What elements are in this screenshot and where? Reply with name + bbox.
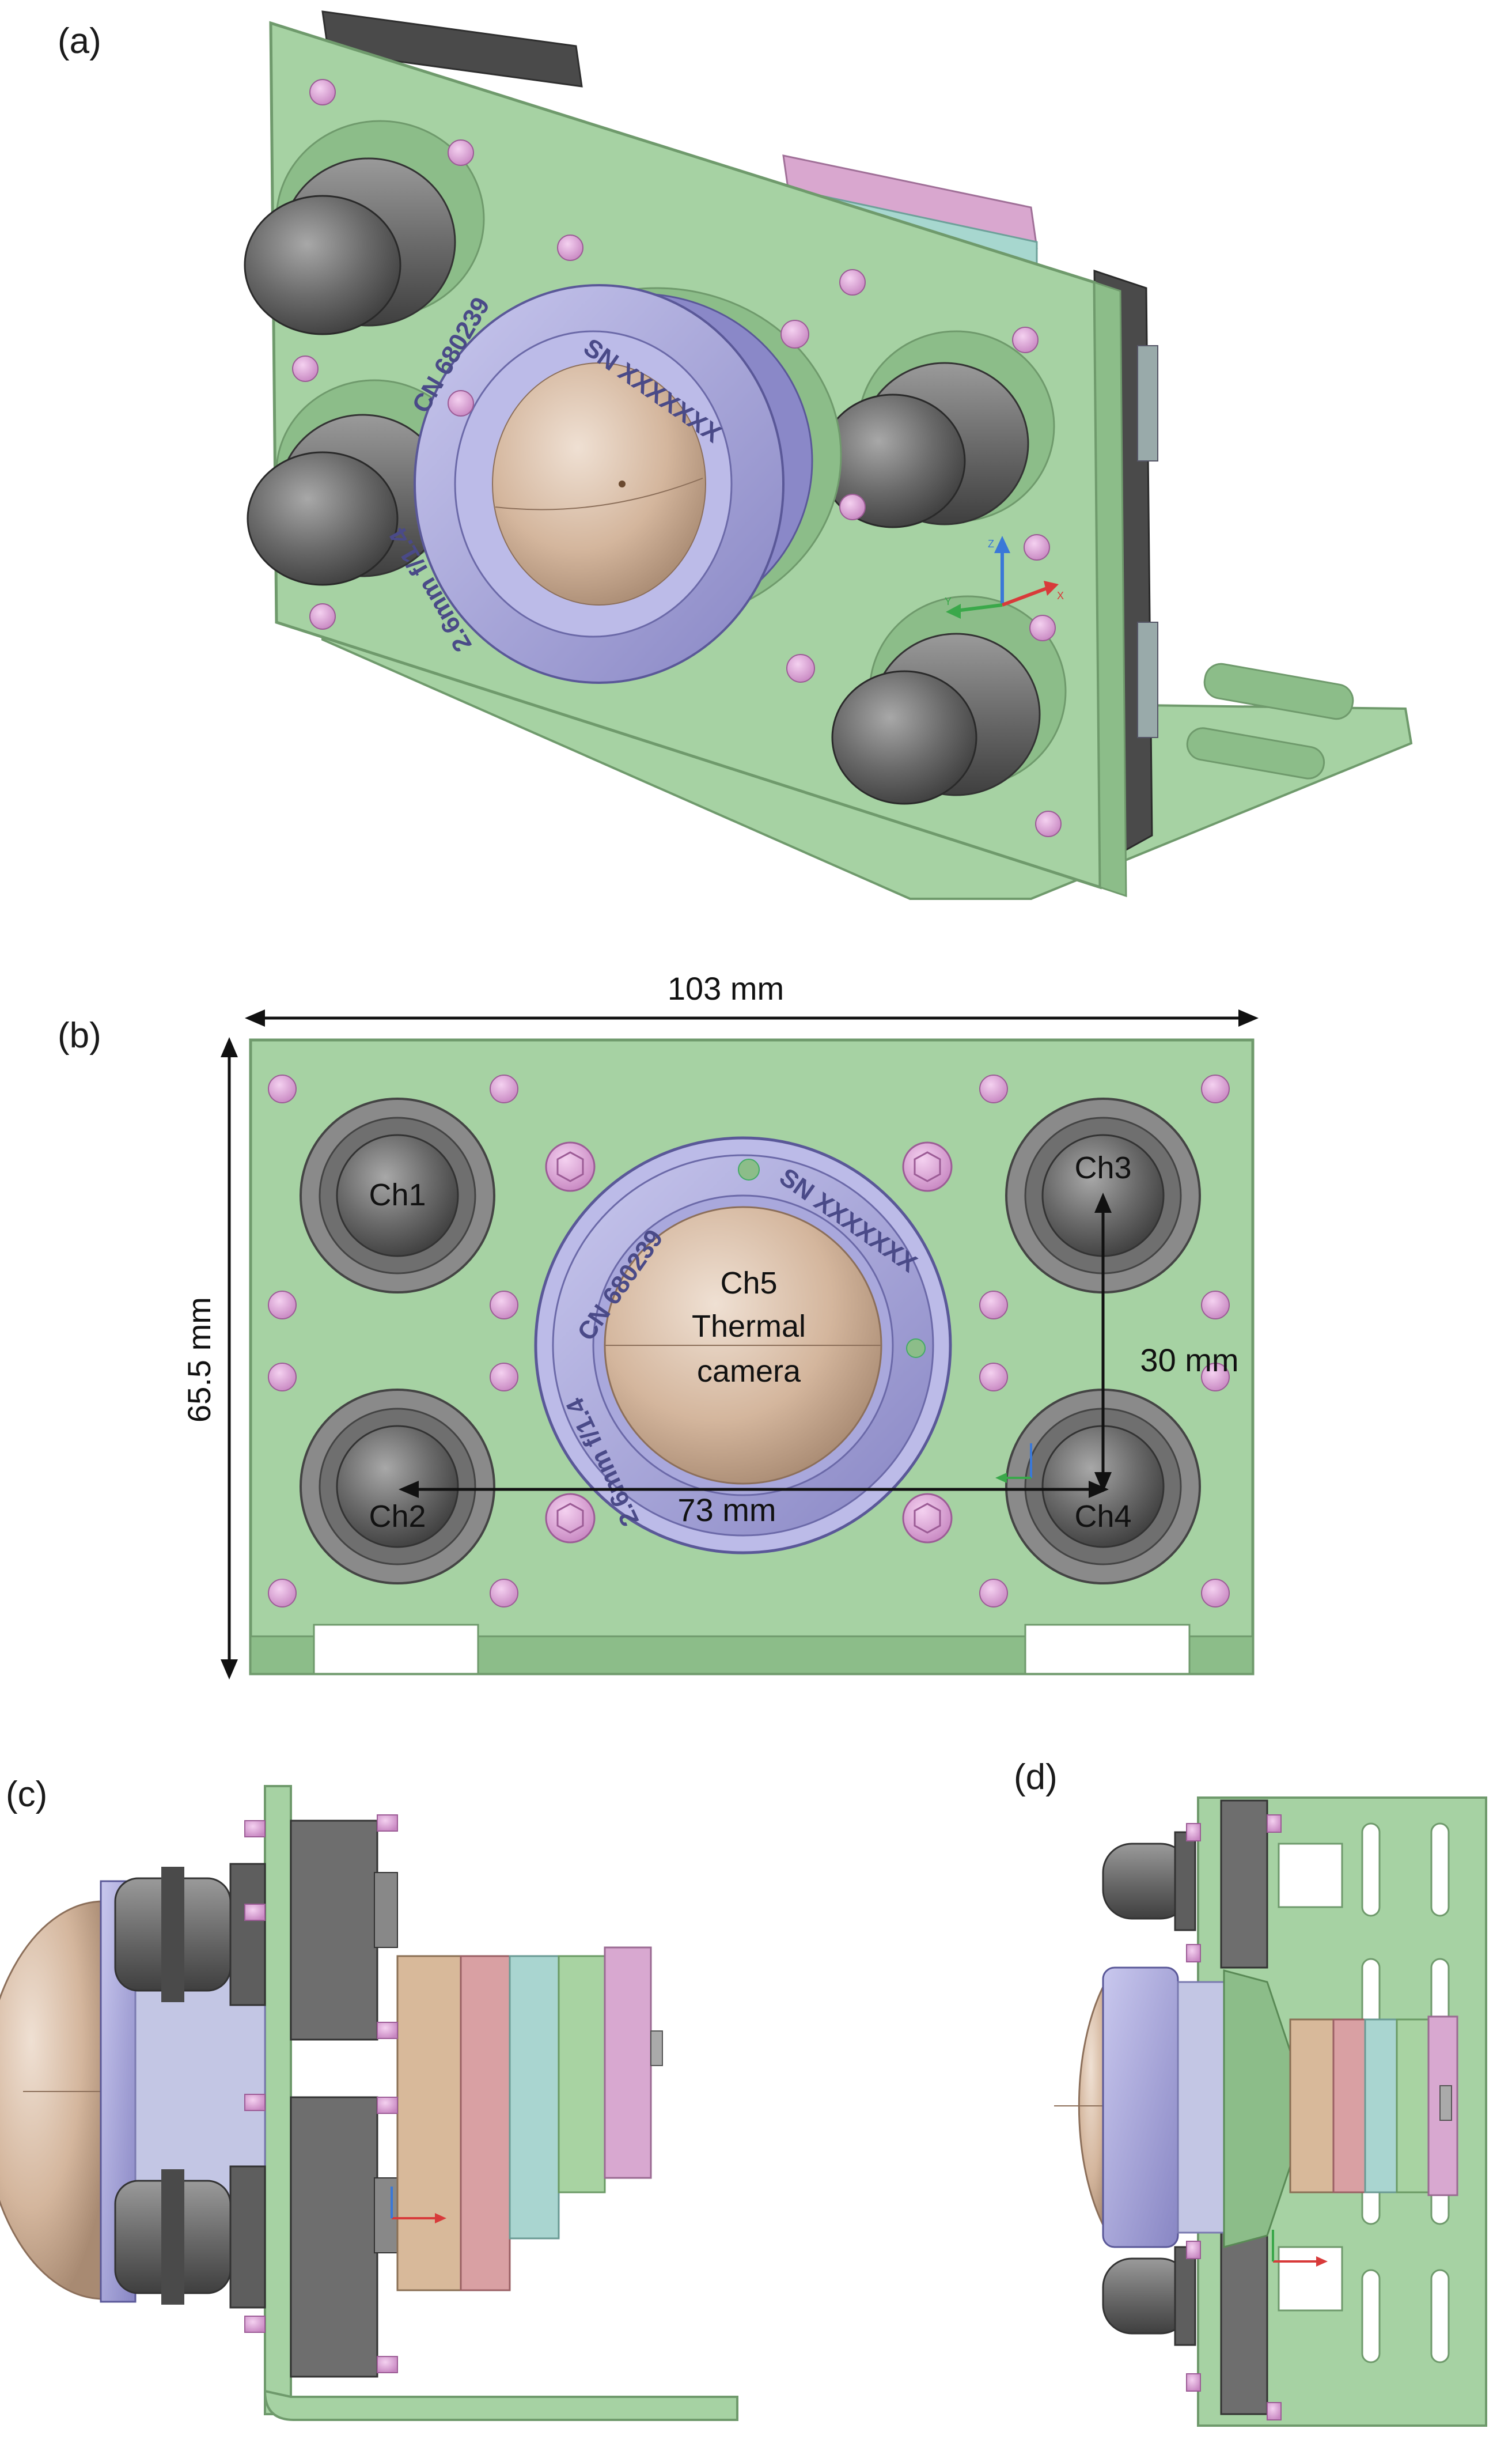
axis-z-label: Z xyxy=(988,538,994,550)
label-ch4: Ch4 xyxy=(1074,1499,1131,1534)
stack-layer-2 xyxy=(460,1955,511,2291)
label-ch5: Ch5 xyxy=(720,1266,777,1300)
dimension-horizontal-spacing-label: 73 mm xyxy=(677,1492,776,1528)
panel-c-label: (c) xyxy=(6,1775,47,1814)
axis-x-label: X xyxy=(1057,590,1064,602)
panel-d: (d) xyxy=(1014,1757,1487,2427)
panel-d-label: (d) xyxy=(1014,1757,1058,1797)
top-stack-layer-2 xyxy=(1332,2018,1366,2193)
side-lens-upper xyxy=(114,1863,266,2006)
top-stack-layer-4 xyxy=(1396,2018,1430,2193)
lens-ch1 xyxy=(300,1098,495,1293)
foot-cutout xyxy=(313,1624,479,1675)
base-slot xyxy=(1203,663,1354,720)
panel-c: (c) xyxy=(0,1775,738,2421)
axis-triad-side xyxy=(391,2187,446,2223)
label-ch1: Ch1 xyxy=(369,1178,426,1212)
dimension-horizontal-spacing: 73 mm xyxy=(399,1481,1109,1528)
label-ch3: Ch3 xyxy=(1074,1151,1131,1185)
top-thermal-camera xyxy=(1054,1966,1291,2248)
label-ch5-thermal: Thermal xyxy=(692,1309,806,1344)
side-housing-upper xyxy=(290,1820,378,2041)
dimension-height-label: 65.5 mm xyxy=(181,1297,217,1423)
label-ch5-camera: camera xyxy=(697,1354,801,1389)
axis-triad-front xyxy=(995,1443,1032,1483)
side-dome xyxy=(0,1900,105,2300)
thermal-camera-iso: CN 680239 SN XXXXXXX 2.6mm f/1.4 xyxy=(384,284,842,684)
side-housing-lower xyxy=(290,2096,378,2378)
side-lens-lower xyxy=(114,2165,266,2309)
stack-layer-5 xyxy=(604,1946,652,2179)
lens-ch4-iso xyxy=(831,595,1067,805)
axis-triad-top xyxy=(1272,2230,1328,2267)
dimension-width-label: 103 mm xyxy=(668,970,784,1007)
stack-layer-1 xyxy=(396,1955,462,2291)
stack-layer-3 xyxy=(509,1955,560,2240)
axis-triad-iso: Z X Y xyxy=(945,536,1064,619)
dimension-vertical-spacing-label: 30 mm xyxy=(1140,1342,1238,1378)
dimension-width: 103 mm xyxy=(245,970,1259,1027)
rear-housing xyxy=(321,10,583,88)
lens-ch1-iso xyxy=(244,120,485,335)
panel-b: (b) xyxy=(58,970,1259,1680)
screws-iso xyxy=(292,79,1062,837)
side-base xyxy=(263,2389,738,2421)
panel-a: (a) xyxy=(58,10,1413,900)
axis-y-label: Y xyxy=(945,596,952,607)
thermal-camera: CN 680239 SN XXXXXXX 2.6mm f/1.4 xyxy=(534,1136,952,1554)
stack-connector xyxy=(650,2030,663,2066)
usb-connector xyxy=(1137,345,1158,462)
top-stack-layer-1 xyxy=(1289,2018,1335,2193)
side-plate xyxy=(264,1785,292,2415)
base-slot xyxy=(1186,727,1325,780)
lens-ch3-iso xyxy=(820,330,1055,528)
hex-screws xyxy=(545,1141,953,1544)
dimension-height: 65.5 mm xyxy=(181,1037,238,1680)
panel-a-label: (a) xyxy=(58,21,101,61)
stack-layer-4 xyxy=(558,1955,606,2193)
dimension-vertical-spacing: 30 mm xyxy=(1094,1193,1239,1492)
side-connector xyxy=(374,1872,398,1948)
top-stack-layer-3 xyxy=(1364,2018,1398,2193)
foot-cutout xyxy=(1024,1624,1191,1675)
top-screws xyxy=(1186,1814,1282,2420)
small-screws xyxy=(268,1075,1230,1607)
top-lens-lower xyxy=(1102,2223,1268,2415)
main-plate-edge xyxy=(1093,281,1127,898)
top-lens-upper xyxy=(1102,1799,1268,1969)
lens-ch2 xyxy=(300,1389,495,1584)
usb-connector xyxy=(1137,622,1158,738)
side-connector xyxy=(374,2177,398,2253)
label-ch2: Ch2 xyxy=(369,1499,426,1534)
panel-b-label: (b) xyxy=(58,1016,101,1056)
side-screws xyxy=(244,1814,398,2373)
top-stack-connector xyxy=(1439,2085,1452,2121)
